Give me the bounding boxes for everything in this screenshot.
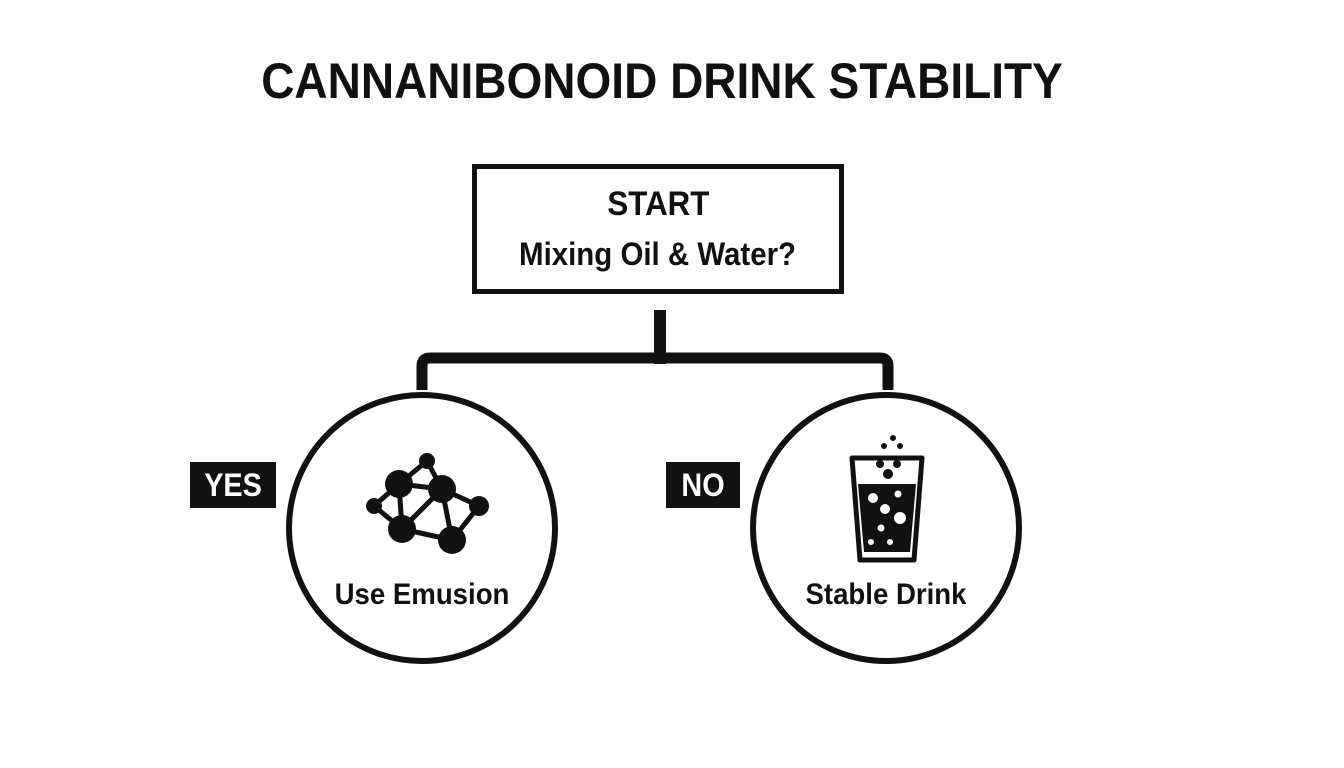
outcome-node-use-emulsion: Use Emusion: [286, 392, 558, 664]
start-heading: START: [607, 185, 709, 223]
yes-tag-label: YES: [204, 467, 262, 503]
start-question: Mixing Oil & Water?: [519, 236, 797, 272]
outcome-node-stable-drink: Stable Drink: [750, 392, 1022, 664]
outcome-label-stable-drink: Stable Drink: [805, 578, 967, 611]
diagram-title: CANNANIBONOID DRINK STABILITY: [261, 53, 1063, 109]
fizzy-glass-icon: [849, 435, 925, 563]
no-tag: NO: [666, 462, 740, 508]
outcome-label-use-emulsion: Use Emusion: [334, 578, 510, 611]
no-tag-label: NO: [681, 467, 725, 503]
yes-tag: YES: [190, 462, 276, 508]
molecule-network-icon: [366, 453, 489, 554]
start-decision-box: START Mixing Oil & Water?: [472, 164, 844, 294]
